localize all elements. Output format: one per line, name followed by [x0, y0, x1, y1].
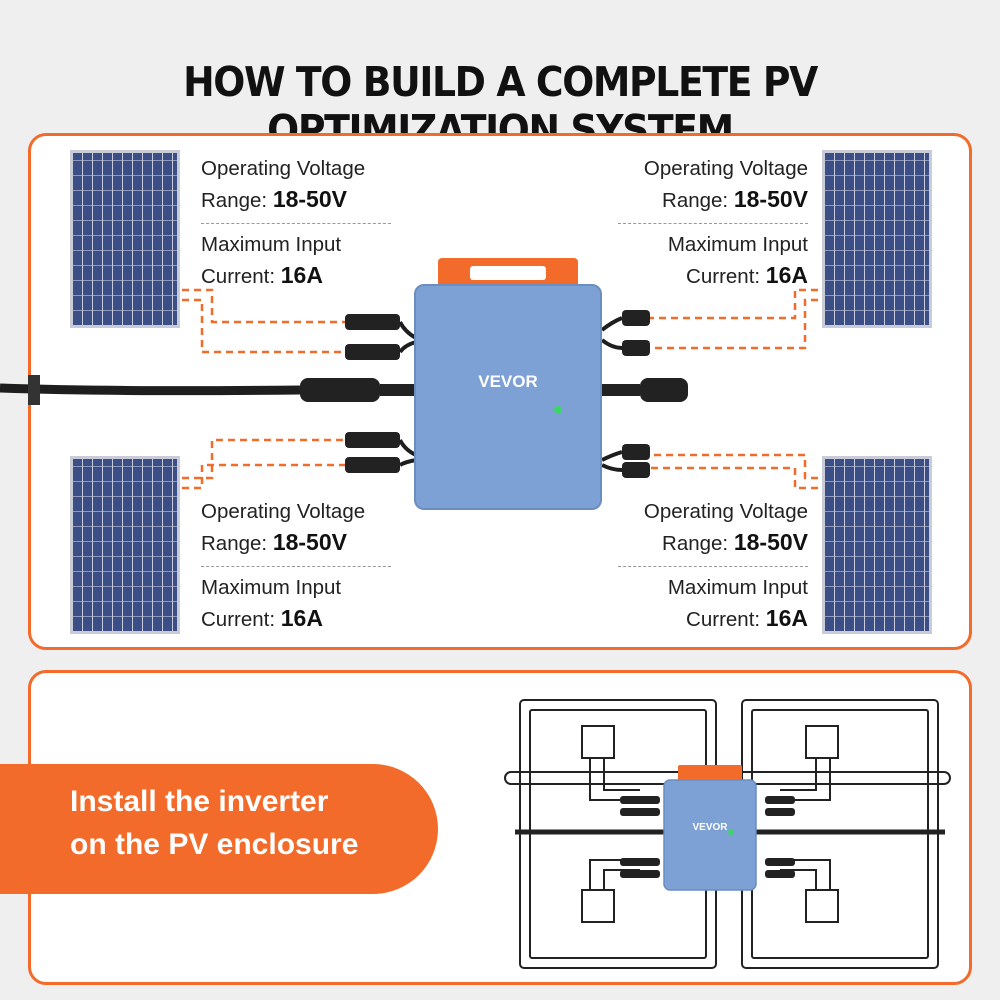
- spec-label: Current:: [686, 608, 761, 631]
- divider: [201, 566, 391, 567]
- solar-panel-top-right: [822, 150, 932, 328]
- spec-value: 16A: [765, 605, 808, 631]
- banner-line-1: Install the inverter: [70, 785, 329, 818]
- banner-line-2: on the PV enclosure: [70, 828, 359, 861]
- spec-label: Maximum Input: [201, 576, 342, 599]
- spec-value: 16A: [280, 262, 323, 288]
- enclosure-inverter-brand-label: VEVOR: [692, 822, 728, 833]
- solar-panel-top-left: [70, 150, 180, 328]
- spec-label: Current:: [201, 265, 276, 288]
- install-banner-text: Install the inverter on the PV enclosure: [70, 780, 430, 866]
- spec-label: Maximum Input: [201, 233, 342, 256]
- spec-label: Range:: [662, 189, 729, 212]
- spec-label: Operating Voltage: [643, 500, 808, 523]
- spec-value: 18-50V: [272, 186, 347, 212]
- spec-label: Range:: [662, 532, 729, 555]
- page-title: HOW TO BUILD A COMPLETE PV OPTIMIZATION …: [183, 58, 818, 154]
- spec-block-bottom-right: Operating Voltage Range: 18-50V Maximum …: [618, 496, 808, 635]
- spec-label: Operating Voltage: [643, 157, 808, 180]
- spec-label: Operating Voltage: [201, 157, 366, 180]
- divider: [201, 223, 391, 224]
- spec-block-top-left: Operating Voltage Range: 18-50V Maximum …: [201, 153, 391, 292]
- spec-value: 16A: [765, 262, 808, 288]
- spec-value: 18-50V: [733, 186, 808, 212]
- install-banner: [0, 764, 438, 894]
- spec-value: 18-50V: [733, 529, 808, 555]
- spec-label: Range:: [201, 189, 268, 212]
- spec-label: Range:: [201, 532, 268, 555]
- spec-label: Current:: [686, 265, 761, 288]
- spec-block-top-right: Operating Voltage Range: 18-50V Maximum …: [618, 153, 808, 292]
- spec-label: Maximum Input: [667, 576, 808, 599]
- solar-panel-bottom-right: [822, 456, 932, 634]
- spec-block-bottom-left: Operating Voltage Range: 18-50V Maximum …: [201, 496, 391, 635]
- spec-value: 16A: [280, 605, 323, 631]
- solar-panel-bottom-left: [70, 456, 180, 634]
- spec-label: Operating Voltage: [201, 500, 366, 523]
- spec-label: Current:: [201, 608, 276, 631]
- status-led-icon: [554, 406, 562, 414]
- spec-label: Maximum Input: [667, 233, 808, 256]
- divider: [618, 223, 808, 224]
- inverter-handle: [438, 258, 578, 288]
- inverter-brand-label: VEVOR: [478, 372, 538, 391]
- divider: [618, 566, 808, 567]
- spec-value: 18-50V: [272, 529, 347, 555]
- microinverter: VEVOR: [414, 284, 602, 510]
